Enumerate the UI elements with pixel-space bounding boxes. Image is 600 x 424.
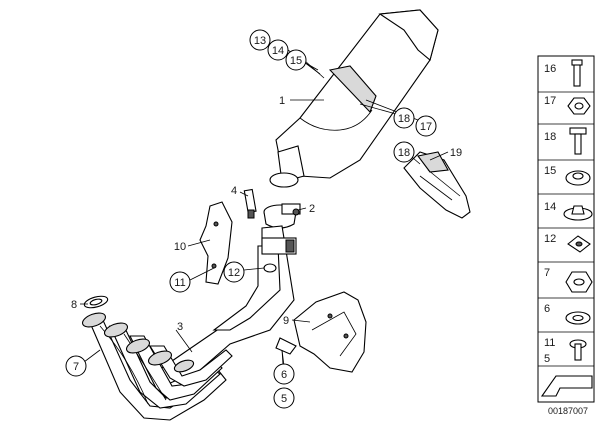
svg-text:7: 7 xyxy=(73,361,79,373)
svg-text:17: 17 xyxy=(544,95,556,107)
clamp-bolt[interactable] xyxy=(281,203,301,216)
label-19: 19 xyxy=(450,147,462,159)
callout-17[interactable]: 17 xyxy=(415,115,437,137)
label-9: 9 xyxy=(283,315,289,327)
svg-text:14: 14 xyxy=(544,201,556,213)
callout-6[interactable]: 6 xyxy=(273,363,295,385)
svg-text:14: 14 xyxy=(272,45,284,57)
oxygen-sensor[interactable] xyxy=(243,188,257,219)
pipe-clamp[interactable] xyxy=(261,237,297,273)
heat-shield[interactable] xyxy=(275,291,367,373)
svg-text:18: 18 xyxy=(398,113,410,125)
muffler-cover[interactable] xyxy=(403,151,471,219)
svg-text:12: 12 xyxy=(544,233,556,245)
callout-15[interactable]: 15 xyxy=(285,49,307,71)
panel-cell-7[interactable]: 7 xyxy=(544,267,593,293)
panel-cell-16[interactable]: 16 xyxy=(544,59,583,87)
svg-text:11: 11 xyxy=(544,337,555,349)
label-2: 2 xyxy=(309,203,315,215)
callout-11[interactable]: 11 xyxy=(169,271,191,293)
svg-text:6: 6 xyxy=(281,369,287,381)
svg-text:5: 5 xyxy=(544,353,550,365)
svg-text:6: 6 xyxy=(544,303,550,315)
panel-cell-15[interactable]: 15 xyxy=(544,165,591,186)
label-4: 4 xyxy=(231,185,237,197)
gasket[interactable] xyxy=(83,294,109,310)
panel-cell-6[interactable]: 6 xyxy=(544,303,591,325)
callout-12[interactable]: 12 xyxy=(223,261,245,283)
svg-text:18: 18 xyxy=(544,131,556,143)
callout-13[interactable]: 13 xyxy=(249,29,271,51)
callout-18-cover[interactable]: 18 xyxy=(393,141,415,163)
svg-text:13: 13 xyxy=(254,35,266,47)
panel-cell-12[interactable]: 12 xyxy=(544,233,591,253)
panel-cell-14[interactable]: 14 xyxy=(544,201,593,221)
svg-text:16: 16 xyxy=(544,63,556,75)
exhaust-flanges[interactable] xyxy=(81,310,195,374)
label-8: 8 xyxy=(71,299,77,311)
doc-number: 00187007 xyxy=(548,406,588,416)
svg-text:5: 5 xyxy=(281,393,287,405)
svg-text:17: 17 xyxy=(420,121,432,133)
callout-5[interactable]: 5 xyxy=(273,387,295,409)
callout-14[interactable]: 14 xyxy=(267,39,289,61)
panel-cell-11-5[interactable]: 11 5 xyxy=(544,337,587,365)
label-1: 1 xyxy=(279,95,285,107)
panel-cell-17[interactable]: 17 xyxy=(544,95,591,115)
svg-text:12: 12 xyxy=(228,267,240,279)
svg-text:15: 15 xyxy=(290,55,302,67)
label-10: 10 xyxy=(174,241,186,253)
mounting-bracket[interactable] xyxy=(199,201,233,285)
muffler[interactable] xyxy=(269,9,439,188)
svg-text:18: 18 xyxy=(398,147,410,159)
svg-text:15: 15 xyxy=(544,165,556,177)
svg-text:7: 7 xyxy=(544,267,550,279)
panel-cell-18[interactable]: 18 xyxy=(544,127,587,155)
callout-18-top[interactable]: 18 xyxy=(393,107,415,129)
label-3: 3 xyxy=(177,321,183,333)
panel-cell-shape[interactable] xyxy=(540,375,593,397)
callout-7[interactable]: 7 xyxy=(65,355,87,377)
svg-text:11: 11 xyxy=(174,277,185,289)
